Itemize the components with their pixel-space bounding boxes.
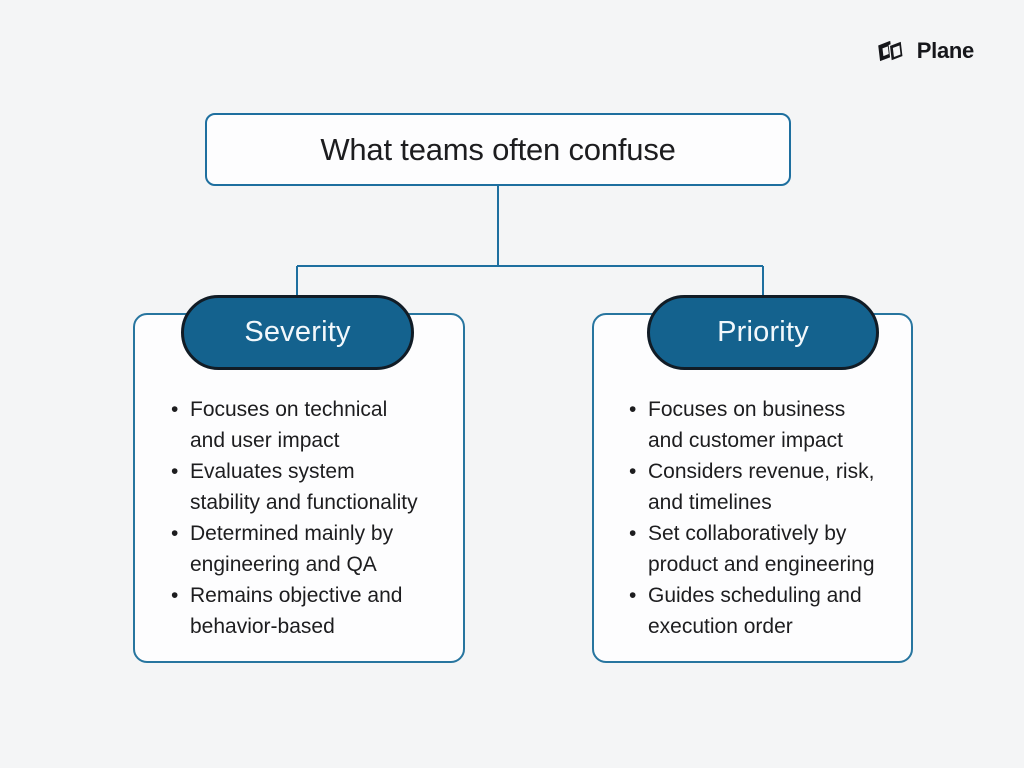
priority-bullet-list: Focuses on business and customer impact … xyxy=(628,394,883,642)
bullet-item: Set collaboratively by product and engin… xyxy=(628,518,883,580)
severity-bullet-list: Focuses on technical and user impact Eva… xyxy=(170,394,425,642)
plane-logo-text: Plane xyxy=(916,38,975,63)
bullet-item: Focuses on technical and user impact xyxy=(170,394,425,456)
bullet-item: Considers revenue, risk, and timelines xyxy=(628,456,883,518)
root-node: What teams often confuse xyxy=(205,113,791,186)
priority-node: Priority xyxy=(647,295,879,370)
severity-node: Severity xyxy=(181,295,414,370)
bullet-item: Focuses on business and customer impact xyxy=(628,394,883,456)
bullet-item: Remains objective and behavior-based xyxy=(170,580,425,642)
plane-logo: Plane xyxy=(877,38,974,64)
priority-node-label: Priority xyxy=(717,316,809,348)
plane-logo-icon xyxy=(877,39,909,63)
severity-node-label: Severity xyxy=(244,316,351,348)
bullet-item: Evaluates system stability and functiona… xyxy=(170,456,425,518)
bullet-item: Determined mainly by engineering and QA xyxy=(170,518,425,580)
root-node-label: What teams often confuse xyxy=(320,131,676,167)
bullet-item: Guides scheduling and execution order xyxy=(628,580,883,642)
